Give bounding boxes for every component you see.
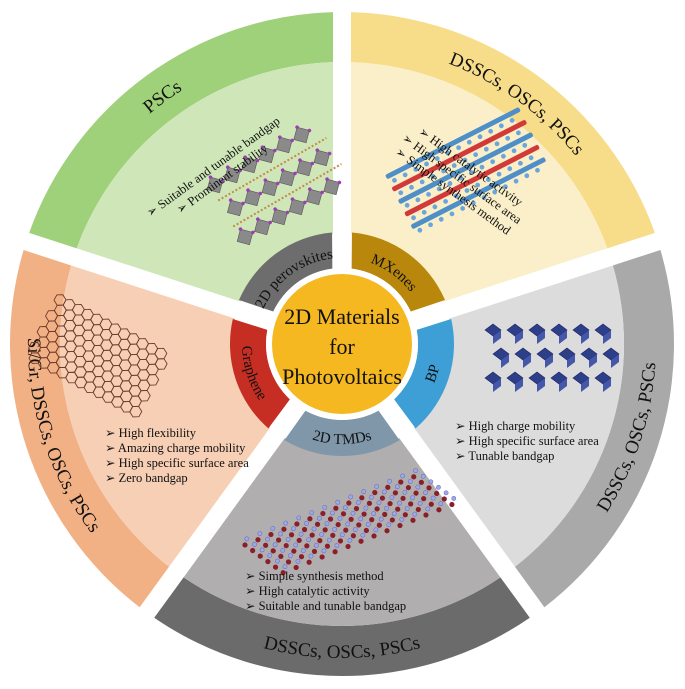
sector-perovskites-inner-band [238, 232, 333, 312]
property-item: ➢ High catalytic activity [245, 584, 370, 598]
sector-mxenes-inner-band [351, 232, 446, 312]
sector-bp-content-band [413, 265, 624, 567]
sector-tmds-content-band [183, 437, 501, 627]
property-item: ➢ Simple synthesis method [245, 569, 384, 583]
sector-perovskites: PSCs 2D perovskites ➢ Suitable and tunab… [29, 12, 342, 312]
sector-graphene-inner-band [229, 319, 290, 429]
sector-bp: DSSCs, OSCs, PSCs BP ➢ High charge mobil… [394, 250, 675, 608]
property-item: ➢ High flexibility [105, 426, 197, 440]
sector-graphene-content-band [60, 265, 271, 567]
center-hub: 2D Materials for Photovoltaics [266, 268, 418, 420]
sector-tmds-material-label: 2D TMDs [311, 428, 374, 448]
property-item: ➢ Suitable and tunable bandgap [245, 599, 406, 613]
black-phosphorus-icon [484, 323, 620, 392]
sector-mxenes-content-band [350, 62, 608, 302]
sector-mxenes: DSSCs, OSCs, PSCs MXenes ➢ High catalyti… [350, 12, 655, 312]
sector-perovskites-content-band [76, 62, 334, 302]
sector-bp-outer-band [514, 250, 675, 608]
center-hub-circle [272, 274, 412, 414]
sector-tmds-inner-band [284, 410, 400, 457]
center-title-line-1: 2D Materials [284, 304, 399, 329]
property-item: ➢ Zero bandgap [105, 471, 188, 485]
center-title-line-3: Photovoltaics [282, 364, 402, 389]
property-item: ➢ Amazing charge mobility [105, 441, 246, 455]
sector-perovskites-outer-band [29, 12, 334, 249]
graphene-sheet-icon [28, 294, 168, 418]
property-item: ➢ High specific surface area [105, 456, 249, 470]
sector-mxenes-outer-band [351, 12, 655, 249]
sector-graphene-outer-band [9, 250, 170, 608]
center-title-line-2: for [329, 334, 355, 359]
sector-bp-properties: ➢ High charge mobility ➢ High specific s… [455, 419, 599, 463]
property-item: ➢ High charge mobility [455, 419, 576, 433]
tmd-lattice-icon [242, 468, 457, 576]
sector-bp-material-label: BP [423, 363, 444, 385]
sector-tmds-outer-band [154, 577, 530, 676]
property-item: ➢ High specific surface area [455, 434, 599, 448]
sector-graphene-properties: ➢ High flexibility ➢ Amazing charge mobi… [105, 426, 249, 485]
sector-bp-inner-band [394, 319, 455, 429]
sector-tmds-properties: ➢ Simple synthesis method ➢ High catalyt… [245, 569, 406, 613]
sector-tmds: DSSCs, OSCs, PSCs 2D TMDs ➢ Simple synth… [154, 410, 530, 676]
perovskite-lattice-icon [206, 125, 342, 246]
mxene-layers-icon [385, 107, 546, 233]
property-item: ➢ Tunable bandgap [455, 449, 554, 463]
sector-graphene: Si/Gr, DSSCs, OSCs, PSCs Graphene ➢ High… [9, 250, 290, 608]
